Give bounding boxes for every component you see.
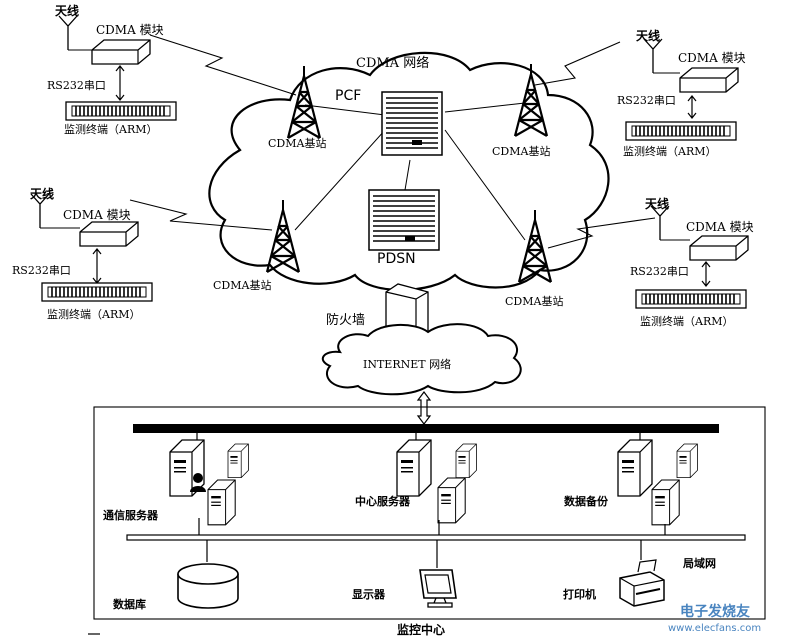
monitor-terminal-icon [625, 121, 737, 141]
cdma-cloud [208, 51, 610, 291]
antenna-label: 天线 [645, 196, 669, 211]
database-label: 数据库 [113, 597, 146, 611]
base-station-label-2: CDMA基站 [492, 144, 550, 158]
server-icon [455, 443, 477, 478]
antenna-label: 天线 [636, 28, 660, 43]
cdma-network-label: CDMA 网络 [356, 55, 429, 71]
server-icon [207, 479, 236, 526]
wireless-link-1 [149, 34, 297, 96]
cdma-module-label: CDMA 模块 [678, 51, 746, 65]
internet-label: INTERNET 网络 [363, 357, 451, 371]
pdsn-equipment [368, 189, 440, 251]
cdma-module-label: CDMA 模块 [96, 23, 164, 37]
monitor-terminal-icon [41, 282, 153, 302]
printer-label: 打印机 [563, 587, 596, 601]
pcf-label: PCF [335, 88, 361, 104]
cdma-module-label: CDMA 模块 [686, 220, 754, 234]
remote-unit-1: 天线 CDMA 模块 RS232串口 监测终端（ARM） [47, 3, 177, 136]
terminal-label: 监测终端（ARM） [64, 122, 158, 136]
cdma-module-icon [679, 67, 739, 93]
internet-cloud [321, 323, 522, 396]
base-station-label-3: CDMA基站 [213, 278, 271, 292]
serial-port-label: RS232串口 [630, 265, 689, 278]
server-icon [617, 439, 653, 497]
wireless-link-4 [547, 217, 656, 249]
display-icon [419, 569, 457, 608]
monitor-terminal-icon [65, 101, 177, 121]
cdma-module-icon [79, 221, 139, 247]
pdsn-label: PDSN [377, 251, 416, 267]
display-label: 显示器 [352, 588, 386, 601]
database-icon [177, 563, 239, 609]
lan-bus [126, 534, 746, 541]
monitor-center-box [93, 406, 766, 620]
watermark-logo: 电子发烧友 www.elecfans.com [668, 603, 761, 634]
base-station-label-4: CDMA基站 [505, 294, 563, 308]
terminal-label: 监测终端（ARM） [47, 307, 141, 321]
antenna-label: 天线 [30, 186, 54, 201]
antenna-label: 天线 [55, 3, 79, 18]
cdma-module-icon [91, 39, 151, 65]
antenna-icon [58, 15, 78, 51]
backup-label: 数据备份 [564, 494, 609, 508]
cdma-module-label: CDMA 模块 [63, 208, 131, 222]
remote-unit-4: 天线 CDMA 模块 RS232串口 监测终端（ARM） [630, 196, 754, 328]
serial-port-label: RS232串口 [12, 264, 71, 277]
server-icon [437, 477, 466, 524]
server-icon [651, 479, 680, 526]
terminal-label: 监测终端（ARM） [640, 314, 734, 328]
backup-server-group: 数据备份 [564, 439, 698, 526]
server-icon [396, 439, 432, 497]
center-server-label: 中心服务器 [355, 494, 411, 508]
wireless-link-3 [129, 199, 273, 231]
comm-server-label: 通信服务器 [103, 508, 159, 522]
svg-text:www.elecfans.com: www.elecfans.com [668, 623, 761, 634]
monitor-terminal-icon [635, 289, 747, 309]
comm-server-group: 通信服务器 [103, 439, 249, 526]
backbone-bus [133, 424, 719, 433]
pcf-equipment [381, 91, 443, 156]
server-icon [227, 443, 249, 478]
serial-port-label: RS232串口 [47, 79, 106, 92]
base-station-label-1: CDMA基站 [268, 136, 326, 150]
cdma-module-icon [689, 235, 749, 261]
remote-unit-3: 天线 CDMA 模块 RS232串口 监测终端（ARM） [12, 186, 153, 321]
server-icon [676, 443, 698, 478]
serial-port-label: RS232串口 [617, 94, 676, 107]
wireless-link-2 [534, 41, 621, 86]
antenna-icon [650, 205, 670, 241]
antenna-icon [643, 38, 663, 74]
monitor-center-title: 监控中心 [397, 622, 445, 637]
printer-icon [619, 559, 665, 607]
remote-unit-2: 天线 CDMA 模块 RS232串口 监测终端（ARM） [617, 28, 746, 158]
center-server-group: 中心服务器 [355, 439, 477, 524]
lan-label: 局域网 [682, 556, 716, 570]
firewall-label: 防火墙 [326, 312, 365, 328]
terminal-label: 监测终端（ARM） [623, 144, 717, 158]
svg-text:电子发烧友: 电子发烧友 [680, 603, 750, 620]
internet-link-arrow [416, 391, 432, 425]
